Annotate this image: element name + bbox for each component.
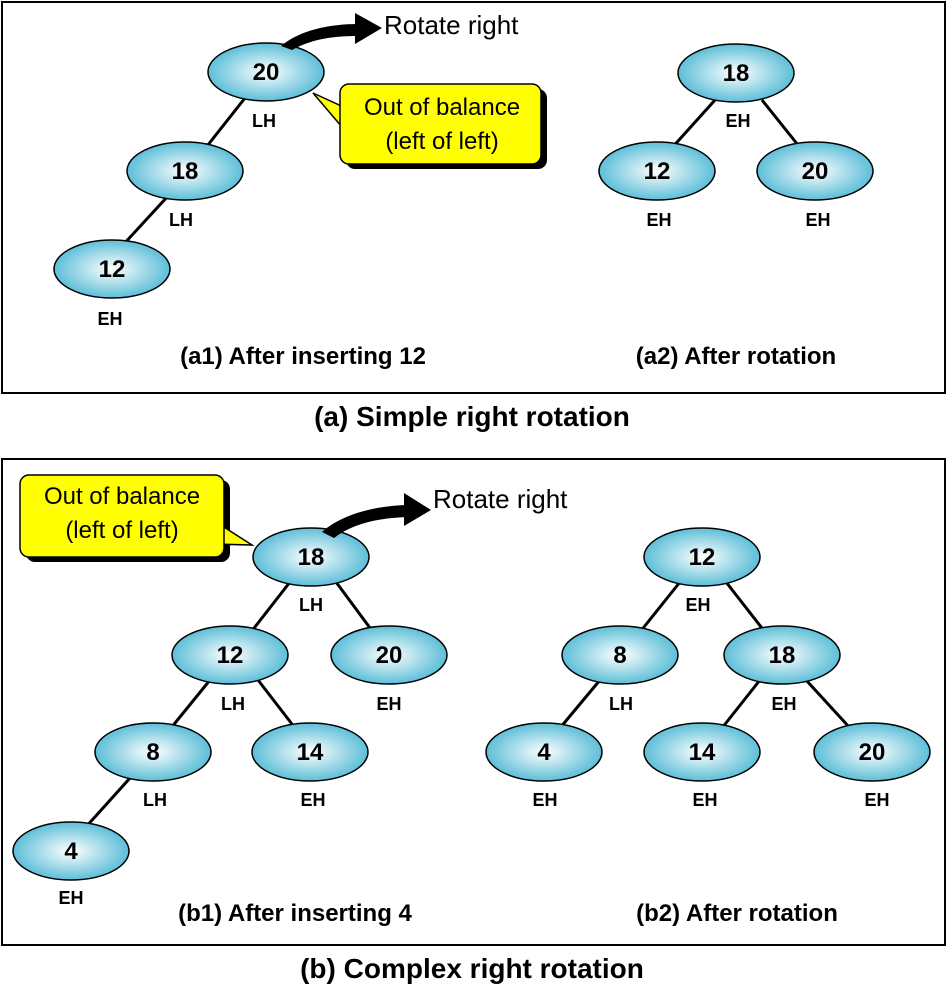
caption-b1: (b1) After inserting 4 xyxy=(178,900,412,927)
node-value: 8 xyxy=(146,739,159,766)
node-value: 12 xyxy=(644,158,671,185)
node-value: 4 xyxy=(64,838,78,865)
node-balance: EH xyxy=(692,790,717,810)
edge xyxy=(760,99,804,151)
panel-b-frame xyxy=(1,458,946,946)
edge xyxy=(804,678,852,730)
title-a: (a) Simple right rotation xyxy=(314,401,630,432)
edge xyxy=(256,679,297,729)
node-value: 4 xyxy=(537,739,551,766)
tree-node: 18 EH xyxy=(723,625,841,714)
node-balance: LH xyxy=(252,111,276,131)
tree-node: 4 EH xyxy=(12,821,130,908)
node-balance: EH xyxy=(532,790,557,810)
node-value: 18 xyxy=(723,60,750,87)
callout-line-1: Out of balance xyxy=(44,483,200,510)
node-balance: EH xyxy=(97,309,122,329)
tree-node: 18 EH xyxy=(677,43,795,131)
tree-b1: 18 LH 12 LH 20 EH 8 LH 14 EH 4 EH xyxy=(12,474,568,927)
node-balance: EH xyxy=(376,694,401,714)
node-balance: EH xyxy=(864,790,889,810)
tree-node: 20 LH xyxy=(207,42,325,131)
rotate-label: Rotate right xyxy=(433,484,568,514)
title-b: (b) Complex right rotation xyxy=(300,953,644,984)
node-balance: EH xyxy=(685,595,710,615)
tree-node: 14 EH xyxy=(251,722,369,810)
node-value: 8 xyxy=(613,642,626,669)
node-value: 14 xyxy=(297,739,324,766)
tree-a1: 20 LH 18 LH 12 EH Rotate right Out of ba… xyxy=(53,10,547,370)
edge xyxy=(558,679,602,729)
node-value: 20 xyxy=(253,59,280,86)
node-value: 20 xyxy=(859,739,886,766)
rotate-label: Rotate right xyxy=(384,10,519,40)
edge xyxy=(720,679,762,729)
tree-node: 14 EH xyxy=(643,722,761,810)
tree-a2: 18 EH 12 EH 20 EH (a2) After rotation xyxy=(598,43,874,370)
caption-b2: (b2) After rotation xyxy=(636,900,838,927)
out-of-balance-callout: Out of balance (left of left) xyxy=(312,83,547,169)
node-value: 20 xyxy=(376,642,403,669)
node-balance: LH xyxy=(143,790,167,810)
tree-node: 12 EH xyxy=(643,527,761,615)
tree-node: 8 LH xyxy=(94,722,212,810)
node-balance: EH xyxy=(725,111,750,131)
tree-node: 18 LH xyxy=(252,527,370,615)
node-value: 18 xyxy=(769,642,796,669)
node-balance: EH xyxy=(300,790,325,810)
node-balance: EH xyxy=(58,888,83,908)
node-balance: LH xyxy=(221,694,245,714)
node-value: 12 xyxy=(99,256,126,283)
callout-line-2: (left of left) xyxy=(385,128,498,155)
edge xyxy=(334,581,375,633)
node-balance: LH xyxy=(299,595,323,615)
caption-a1: (a1) After inserting 12 xyxy=(180,343,426,370)
node-balance: EH xyxy=(771,694,796,714)
edge xyxy=(120,194,170,248)
node-value: 18 xyxy=(298,544,325,571)
edge xyxy=(638,581,682,633)
node-balance: EH xyxy=(805,210,830,230)
callout-line-2: (left of left) xyxy=(65,517,178,544)
tree-b2: 12 EH 8 LH 18 EH 4 EH 14 EH 20 EH (b2) xyxy=(485,527,931,927)
rotate-arrow xyxy=(322,493,431,538)
tree-node: 20 EH xyxy=(813,722,931,810)
tree-node: 12 LH xyxy=(171,625,289,714)
tree-node: 12 EH xyxy=(53,239,171,329)
panel-a-frame xyxy=(1,1,946,394)
edge xyxy=(83,776,132,830)
callout-line-1: Out of balance xyxy=(364,94,520,121)
edge xyxy=(249,581,292,633)
caption-a2: (a2) After rotation xyxy=(636,343,836,370)
node-balance: LH xyxy=(609,694,633,714)
node-value: 12 xyxy=(689,544,716,571)
rotate-arrow xyxy=(281,13,382,50)
out-of-balance-callout: Out of balance (left of left) xyxy=(19,474,255,562)
tree-node: 18 LH xyxy=(126,141,244,230)
tree-node: 12 EH xyxy=(598,141,716,230)
node-value: 12 xyxy=(217,642,244,669)
edge xyxy=(169,679,212,729)
tree-node: 20 EH xyxy=(756,141,874,230)
edge xyxy=(668,98,717,152)
tree-node: 20 EH xyxy=(330,625,448,714)
node-value: 18 xyxy=(172,158,199,185)
node-value: 20 xyxy=(802,158,829,185)
node-balance: EH xyxy=(646,210,671,230)
node-balance: LH xyxy=(169,210,193,230)
node-value: 14 xyxy=(689,739,716,766)
tree-node: 4 EH xyxy=(485,722,603,810)
tree-node: 8 LH xyxy=(561,625,679,714)
edge xyxy=(724,581,767,633)
